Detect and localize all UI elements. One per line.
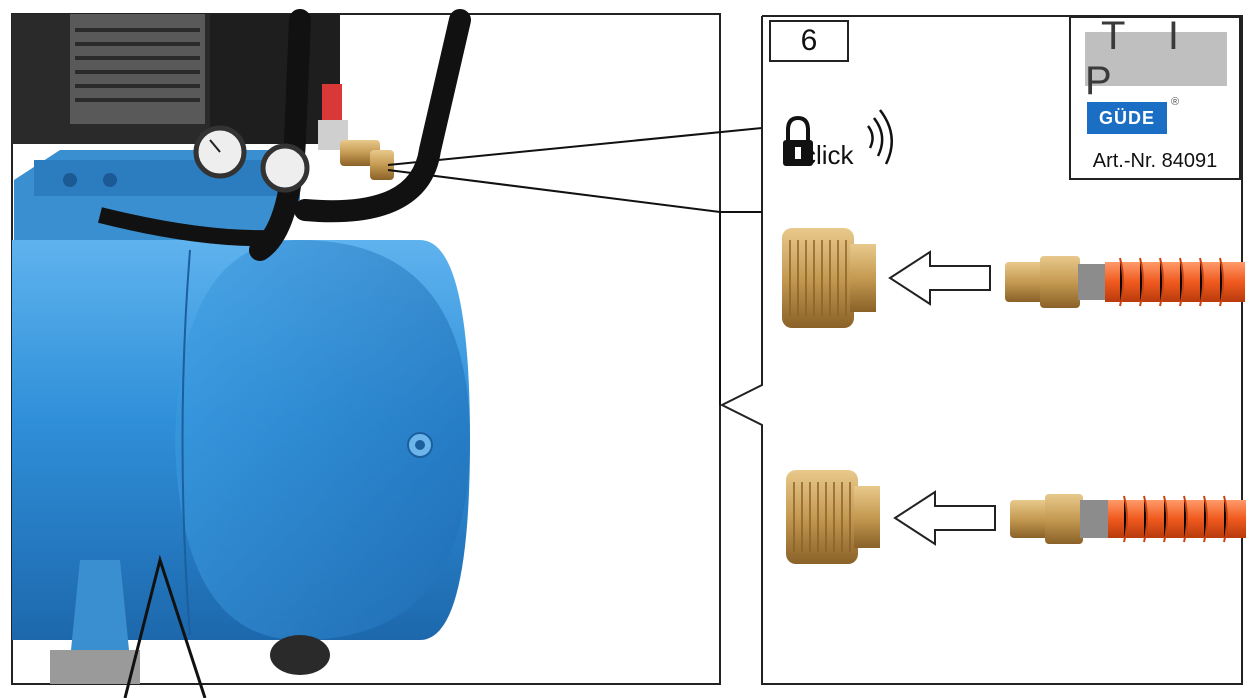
- female-coupling-top: [782, 228, 876, 328]
- brand-logo: GÜDE: [1085, 100, 1169, 136]
- click-label: click: [803, 140, 854, 170]
- registered-mark-icon: ®: [1171, 96, 1180, 108]
- arrow-left-icon: [888, 250, 991, 306]
- tip-box: T I P GÜDE ® Art.-Nr. 84091: [1069, 14, 1241, 180]
- article-number: Art.-Nr. 84091: [1092, 150, 1218, 172]
- step-number: 6: [769, 20, 849, 62]
- compressor-image: [12, 9, 471, 684]
- female-coupling-bottom: [786, 470, 880, 564]
- hose-plug-bottom: [1010, 494, 1246, 544]
- arrow-left-icon: [893, 490, 996, 546]
- lock-icon: [783, 115, 813, 166]
- sound-waves-icon: [866, 109, 893, 165]
- hose-plug-top: [1005, 256, 1245, 308]
- tip-label: T I P: [1085, 14, 1227, 103]
